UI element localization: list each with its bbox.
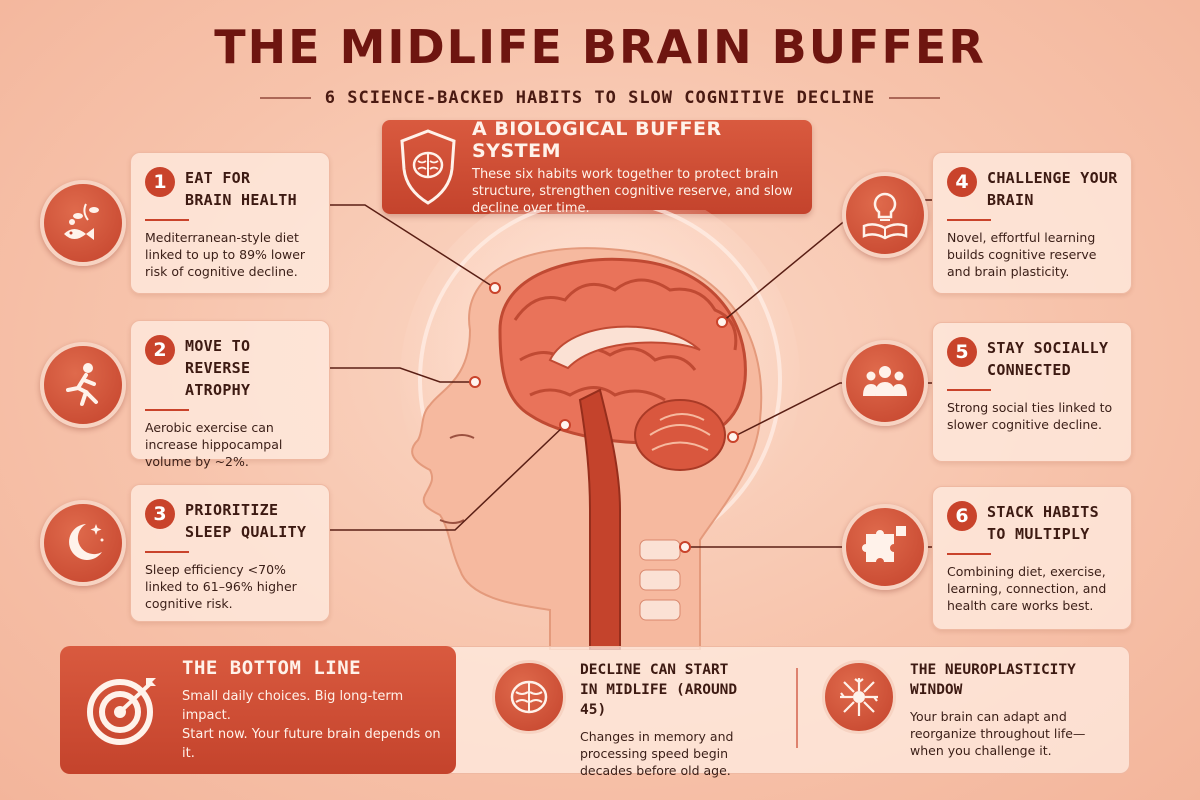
brain-icon <box>510 680 548 714</box>
target-arrow-icon <box>87 678 156 745</box>
habit-1-icon-badge <box>40 180 126 266</box>
habit-card-3: 3 PRIORITIZE SLEEP QUALITY Sleep efficie… <box>130 484 330 622</box>
biological-buffer-banner: A BIOLOGICAL BUFFER SYSTEM These six hab… <box>382 117 812 216</box>
habit-body: Combining diet, exercise, learning, conn… <box>947 564 1107 613</box>
page-subtitle: 6 SCIENCE-BACKED HABITS TO SLOW COGNITIV… <box>324 88 876 108</box>
habit-card-1: 1 EAT FOR BRAIN HEALTH Mediterranean-sty… <box>130 152 330 294</box>
puzzle-icon <box>862 526 906 562</box>
card-divider <box>947 219 991 221</box>
habit-6-icon-badge <box>842 504 928 590</box>
decline-title-line1: DECLINE CAN START <box>580 662 729 678</box>
neuroplasticity-item: THE NEUROPLASTICITY WINDOW Your brain ca… <box>822 660 1090 759</box>
habit-title-line1: MOVE TO <box>185 337 251 355</box>
bottom-line-body-1: Small daily choices. Big long-term impac… <box>182 689 404 723</box>
habit-title-line2: BRAIN HEALTH <box>185 191 297 209</box>
runner-icon <box>66 363 98 406</box>
neuron-icon <box>840 678 878 716</box>
bottom-divider <box>796 668 798 748</box>
neuroplasticity-title: THE NEUROPLASTICITY WINDOW <box>910 660 1090 700</box>
people-group-icon <box>863 366 907 396</box>
card-divider <box>145 409 189 411</box>
habit-number: 2 <box>145 335 175 365</box>
decline-item: DECLINE CAN START IN MIDLIFE (AROUND 45)… <box>492 660 760 779</box>
decline-title: DECLINE CAN START IN MIDLIFE (AROUND 45) <box>580 660 760 720</box>
lightbulb-book-icon <box>862 192 908 240</box>
habit-title: STACK HABITS TO MULTIPLY <box>987 501 1099 545</box>
habit-title-line1: CHALLENGE YOUR <box>987 169 1118 187</box>
head-brain-illustration <box>400 210 800 650</box>
habit-title: STAY SOCIALLY CONNECTED <box>987 337 1108 381</box>
habit-title-line1: STACK HABITS <box>987 503 1099 521</box>
habit-title-line1: EAT FOR <box>185 169 251 187</box>
habit-title: PRIORITIZE SLEEP QUALITY <box>185 499 306 543</box>
neuro-title-line2: WINDOW <box>910 682 963 698</box>
page-title: THE MIDLIFE BRAIN BUFFER <box>214 20 986 74</box>
bottom-line-body-2: Start now. Your future brain depends on … <box>182 727 441 761</box>
habit-3-icon-badge <box>40 500 126 586</box>
habit-body: Sleep efficiency <70% linked to 61–96% h… <box>145 562 297 611</box>
habit-title: EAT FOR BRAIN HEALTH <box>185 167 297 211</box>
banner-title: A BIOLOGICAL BUFFER SYSTEM <box>472 117 722 162</box>
habit-body: Novel, effortful learning builds cogniti… <box>947 230 1097 279</box>
habit-number: 6 <box>947 501 977 531</box>
neuroplasticity-icon-badge <box>822 660 896 734</box>
food-fish-olive-icon <box>64 203 99 240</box>
subtitle-rule-left <box>260 97 311 99</box>
subtitle-rule-right <box>889 97 941 99</box>
card-divider <box>947 553 991 555</box>
habit-number: 5 <box>947 337 977 367</box>
neuro-title-line1: THE NEUROPLASTICITY <box>910 662 1076 678</box>
habit-card-2: 2 MOVE TO REVERSE ATROPHY Aerobic exerci… <box>130 320 330 469</box>
shield-brain-icon <box>400 129 456 205</box>
habit-title-line2: TO MULTIPLY <box>987 525 1090 543</box>
habit-title-line2: SLEEP QUALITY <box>185 523 307 541</box>
banner-body: These six habits work together to protec… <box>472 166 793 216</box>
habit-title-line2: CONNECTED <box>987 361 1071 379</box>
habit-body: Mediterranean-style diet linked to up to… <box>145 230 306 279</box>
habit-number: 1 <box>145 167 175 197</box>
decline-icon-badge <box>492 660 566 734</box>
habit-body: Strong social ties linked to slower cogn… <box>947 400 1113 432</box>
habit-number: 3 <box>145 499 175 529</box>
habit-title-line2: REVERSE ATROPHY <box>185 359 251 399</box>
habit-card-6: 6 STACK HABITS TO MULTIPLY Combining die… <box>932 486 1132 630</box>
card-divider <box>145 219 189 221</box>
habit-title-line2: BRAIN <box>987 191 1034 209</box>
habit-4-icon-badge <box>842 172 928 258</box>
habit-title-line1: PRIORITIZE <box>185 501 279 519</box>
habit-body: Aerobic exercise can increase hippocampa… <box>145 420 283 469</box>
bottom-line-panel: THE BOTTOM LINE Small daily choices. Big… <box>60 646 456 774</box>
decline-body: Changes in memory and processing speed b… <box>580 729 734 778</box>
habit-5-icon-badge <box>842 340 928 426</box>
habit-number: 4 <box>947 167 977 197</box>
decline-title-line2: IN MIDLIFE (AROUND 45) <box>580 682 738 718</box>
subtitle-row: 6 SCIENCE-BACKED HABITS TO SLOW COGNITIV… <box>260 86 941 110</box>
habit-title-line1: STAY SOCIALLY <box>987 339 1109 357</box>
habit-card-4: 4 CHALLENGE YOUR BRAIN Novel, effortful … <box>932 152 1132 294</box>
neuroplasticity-body: Your brain can adapt and reorganize thro… <box>910 709 1086 758</box>
card-divider <box>947 389 991 391</box>
habit-title: CHALLENGE YOUR BRAIN <box>987 167 1118 211</box>
card-divider <box>145 551 189 553</box>
habit-2-icon-badge <box>40 342 126 428</box>
bottom-line-title: THE BOTTOM LINE <box>182 657 362 679</box>
habit-card-5: 5 STAY SOCIALLY CONNECTED Strong social … <box>932 322 1132 462</box>
moon-stars-icon <box>69 524 104 560</box>
habit-title: MOVE TO REVERSE ATROPHY <box>185 335 317 401</box>
